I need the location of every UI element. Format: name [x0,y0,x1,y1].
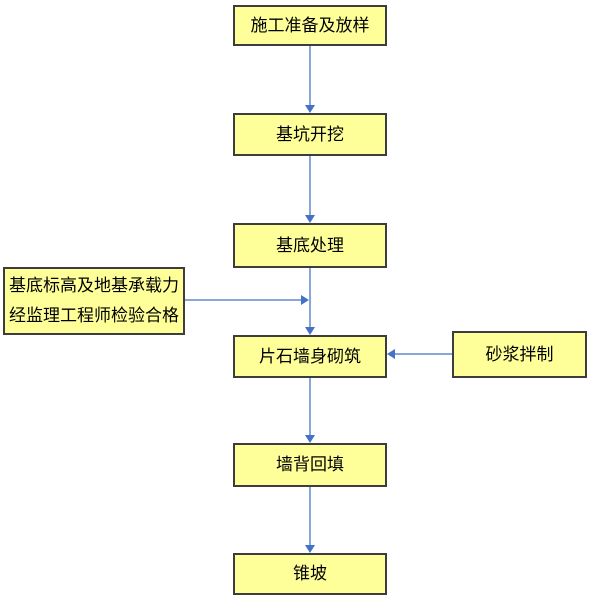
node-base-treatment: 基底处理 [233,223,387,268]
arrowhead-base-treatment [305,215,315,223]
connector-excavation-base-treatment [309,156,311,215]
arrowhead-cone-slope [305,545,315,553]
connector-prepare-excavation [309,46,311,105]
arrowhead-mortar-masonry [387,349,395,359]
arrowhead-excavation [305,105,315,113]
connector-masonry-backfill [309,378,311,435]
arrowhead-inspection-junction [301,295,309,305]
connector-base-treatment-masonry [309,268,311,327]
arrowhead-backfill [305,435,315,443]
node-prepare: 施工准备及放样 [233,5,387,46]
connector-backfill-cone-slope [309,487,311,545]
node-cone-slope: 锥坡 [233,553,387,595]
arrowhead-masonry [305,327,315,335]
node-mortar: 砂浆拌制 [452,331,587,378]
node-backfill: 墙背回填 [233,443,387,487]
node-masonry: 片石墙身砌筑 [233,335,387,378]
connector-inspection-mainline [185,299,301,301]
node-excavation: 基坑开挖 [233,113,387,156]
connector-mortar-masonry [395,353,452,355]
node-inspection: 基底标高及地基承载力 经监理工程师检验合格 [3,267,185,335]
